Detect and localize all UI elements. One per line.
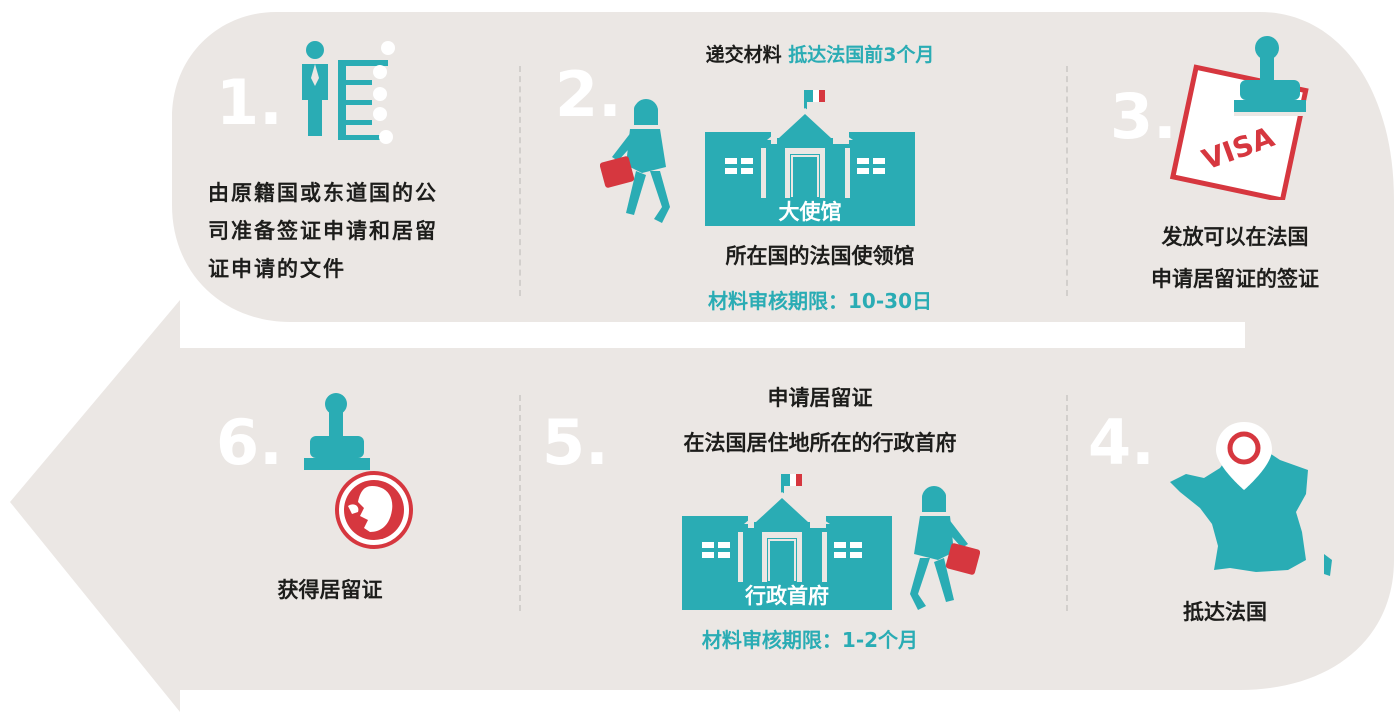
- divider-2-3: [1066, 66, 1068, 296]
- step-2-header-action: 递交材料: [705, 44, 782, 66]
- embassy-label: 大使馆: [778, 200, 842, 224]
- step-5-title: 申请居留证: [767, 386, 873, 410]
- step-5-review-period: 材料审核期限：1-2个月: [701, 628, 919, 652]
- step-2-header: 递交材料 抵达法国前3个月: [640, 40, 1000, 67]
- step-4-caption: 抵达法国: [1183, 600, 1267, 624]
- step-6-caption: 获得居留证: [277, 578, 383, 602]
- embassy-building-icon: [705, 90, 915, 226]
- step-2-header-timing: 抵达法国前3个月: [788, 44, 935, 66]
- step-1-line-1: 由原籍国或东道国的公: [208, 181, 438, 205]
- step-2-review-period: 材料审核期限：10-30日: [708, 289, 932, 313]
- step-1-line-2: 司准备签证申请和居留: [208, 219, 438, 243]
- step-3-line-1: 发放可以在法国: [1161, 225, 1309, 249]
- prefecture-label: 行政首府: [745, 584, 829, 608]
- france-map-pin-icon: [1170, 422, 1332, 576]
- step-5-number: 5.: [542, 406, 609, 479]
- prefecture-building-icon: [682, 474, 892, 610]
- step-2-number: 2.: [555, 58, 622, 131]
- step-3-caption: 发放可以在法国 申请居留证的签证: [1100, 216, 1370, 300]
- business-person-org-icon: [302, 41, 395, 144]
- divider-1-2: [519, 66, 521, 296]
- residence-stamp-icon: [304, 393, 413, 549]
- step-6-number: 6.: [216, 406, 283, 479]
- visa-stamp-icon: VISA: [1169, 36, 1309, 200]
- divider-5-4: [1066, 395, 1068, 611]
- step-1-caption: 由原籍国或东道国的公 司准备签证申请和居留 证申请的文件: [208, 174, 508, 288]
- woman-walking-icon: [600, 99, 670, 223]
- step-2-caption: 所在国的法国使领馆: [725, 244, 915, 268]
- step-5-subtitle: 在法国居住地所在的行政首府: [683, 431, 957, 455]
- woman-walking-icon: [910, 486, 980, 610]
- step-1-number: 1.: [216, 66, 283, 139]
- step-4-number: 4.: [1088, 406, 1155, 479]
- step-1-line-3: 证申请的文件: [208, 257, 346, 281]
- step-3-number: 3.: [1110, 80, 1177, 153]
- divider-6-5: [519, 395, 521, 611]
- step-3-line-2: 申请居留证的签证: [1151, 267, 1319, 291]
